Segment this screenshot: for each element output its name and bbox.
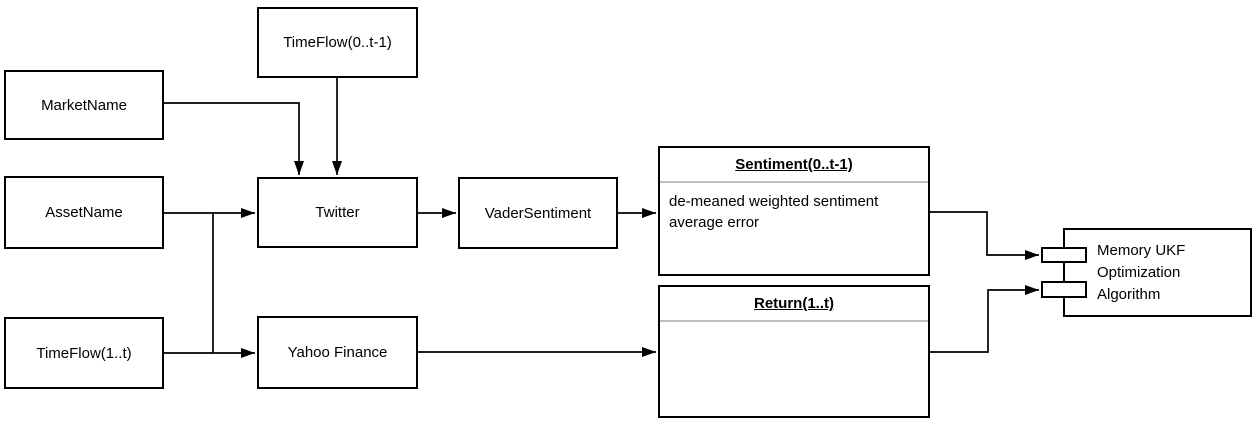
node-twitter: Twitter bbox=[257, 177, 418, 248]
return-record-title: Return(1..t) bbox=[660, 287, 928, 322]
node-return-record: Return(1..t) bbox=[658, 285, 930, 418]
node-asset-name: AssetName bbox=[4, 176, 164, 249]
node-timeflow-window: TimeFlow(1..t) bbox=[4, 317, 164, 389]
sentiment-record-body: de-meaned weighted sentiment average err… bbox=[669, 193, 879, 231]
node-vader-sentiment: VaderSentiment bbox=[458, 177, 618, 249]
edge-sentiment-to-ukf bbox=[930, 211, 1039, 260]
node-timeflow-past: TimeFlow(0..t-1) bbox=[257, 7, 418, 78]
return-record-body bbox=[660, 322, 928, 338]
node-timeflow-past-label: TimeFlow(0..t-1) bbox=[283, 34, 392, 51]
node-twitter-label: Twitter bbox=[315, 204, 360, 221]
node-market-name: MarketName bbox=[4, 70, 164, 140]
node-memory-ukf: Memory UKF Optimization Algorithm bbox=[1063, 228, 1252, 317]
node-memory-ukf-label: Memory UKF Optimization Algorithm bbox=[1097, 241, 1186, 303]
edge-return-to-ukf bbox=[930, 285, 1039, 353]
memory-ukf-port-return bbox=[1041, 281, 1087, 298]
edge-marketname-to-twitter bbox=[164, 102, 304, 175]
node-asset-name-label: AssetName bbox=[45, 204, 123, 221]
node-yahoo-finance: Yahoo Finance bbox=[257, 316, 418, 389]
memory-ukf-port-sentiment bbox=[1041, 247, 1087, 263]
node-timeflow-window-label: TimeFlow(1..t) bbox=[36, 344, 132, 362]
node-sentiment-record: Sentiment(0..t-1) de-meaned weighted sen… bbox=[658, 146, 930, 276]
sentiment-record-title: Sentiment(0..t-1) bbox=[660, 148, 928, 183]
node-yahoo-finance-label: Yahoo Finance bbox=[287, 344, 388, 361]
node-market-name-label: MarketName bbox=[41, 96, 127, 114]
node-vader-sentiment-label: VaderSentiment bbox=[484, 204, 592, 222]
